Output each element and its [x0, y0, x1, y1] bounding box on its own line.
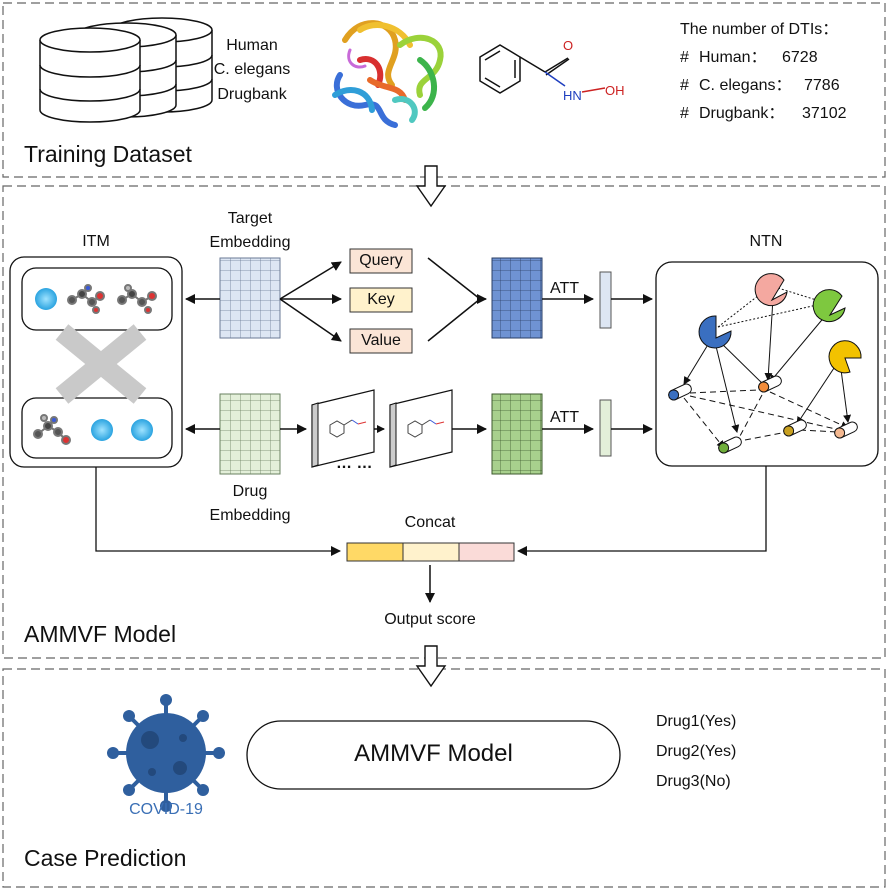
down-arrow-icon: [415, 645, 447, 688]
prediction-result: Drug1(Yes): [656, 713, 737, 730]
target-embedding-grid: [219, 257, 281, 339]
training-section-frame: [2, 2, 886, 178]
drug-attention-grid: [491, 393, 543, 475]
dti-stat-name: Human：: [699, 49, 767, 66]
dti-stat-name: Drugbank：: [699, 105, 785, 122]
hydroxyl-label: OH: [605, 83, 625, 98]
value-label: Value: [361, 332, 401, 349]
dataset-name-celegans: C. elegans: [213, 61, 291, 78]
down-arrow-icon: [415, 165, 447, 208]
drug-image-card: [311, 389, 375, 468]
output-score-label: Output score: [384, 611, 476, 628]
case-section-frame: [2, 668, 886, 888]
ntn-graph: [668, 273, 862, 454]
dti-stat-value: 7786: [804, 77, 840, 94]
molecule-structure-icon: [479, 44, 606, 94]
virus-icon: [107, 694, 225, 812]
prediction-result: Drug2(Yes): [656, 743, 737, 760]
query-box: [349, 248, 413, 274]
case-section-title: Case Prediction: [24, 845, 187, 871]
dataset-name-human: Human: [226, 37, 278, 54]
query-label: Query: [359, 252, 403, 269]
drug-feature-vector: [599, 399, 612, 457]
cross-interaction-icon: [55, 324, 147, 404]
prediction-result: Drug3(No): [656, 773, 731, 790]
ntn-to-concat-line: [517, 466, 767, 556]
key-box: [349, 287, 413, 313]
drug-embedding-label-line2: Embedding: [209, 507, 291, 524]
att-label-drug: ATT: [550, 409, 580, 426]
concat-segment-att: [402, 542, 460, 562]
protein-cluster-icon: [35, 288, 153, 441]
model-section-title: AMMVF Model: [24, 621, 177, 647]
database-icon: [39, 17, 213, 123]
protein-structure-icon: [332, 20, 444, 128]
target-attention-grid: [491, 257, 543, 339]
carbonyl-oxygen-label: O: [563, 38, 573, 53]
dataset-name-drugbank: Drugbank: [217, 86, 287, 103]
image-ellipsis: … …: [336, 455, 373, 472]
drug-embedding-grid: [219, 393, 281, 475]
ntn-label: NTN: [749, 233, 783, 250]
key-label: Key: [367, 291, 395, 308]
qkv-merge-arrows: [427, 257, 487, 342]
covid-label: COVID-19: [129, 801, 203, 818]
itm-label: ITM: [82, 233, 110, 250]
concat-segment-itm: [346, 542, 404, 562]
qkv-fan-arrows: [279, 261, 342, 342]
concat-label: Concat: [404, 514, 456, 531]
itm-to-concat-line: [95, 467, 341, 556]
dti-stat-value: 37102: [802, 105, 847, 122]
dti-stats-heading: The number of DTIs：: [680, 21, 839, 38]
drug-image-card: [389, 389, 453, 468]
target-embedding-label-line2: Embedding: [209, 234, 291, 251]
concat-segment-ntn: [458, 542, 515, 562]
value-box: [349, 328, 413, 354]
dti-stat-hash: #: [680, 49, 689, 66]
target-feature-vector: [599, 271, 612, 329]
att-label-target: ATT: [550, 280, 580, 297]
dti-stat-hash: #: [680, 77, 689, 94]
dti-stat-hash: #: [680, 105, 689, 122]
dti-stat-name: C. elegans：: [699, 77, 792, 94]
case-model-label: AMMVF Model: [354, 740, 513, 767]
target-embedding-label-line1: Target: [227, 210, 273, 227]
case-model-capsule: [246, 720, 621, 790]
training-section-title: Training Dataset: [24, 141, 192, 167]
amine-label: HN: [563, 88, 582, 103]
small-molecule-icon: [33, 284, 157, 445]
drug-embedding-label-line1: Drug: [232, 483, 268, 500]
dti-stat-value: 6728: [782, 49, 818, 66]
